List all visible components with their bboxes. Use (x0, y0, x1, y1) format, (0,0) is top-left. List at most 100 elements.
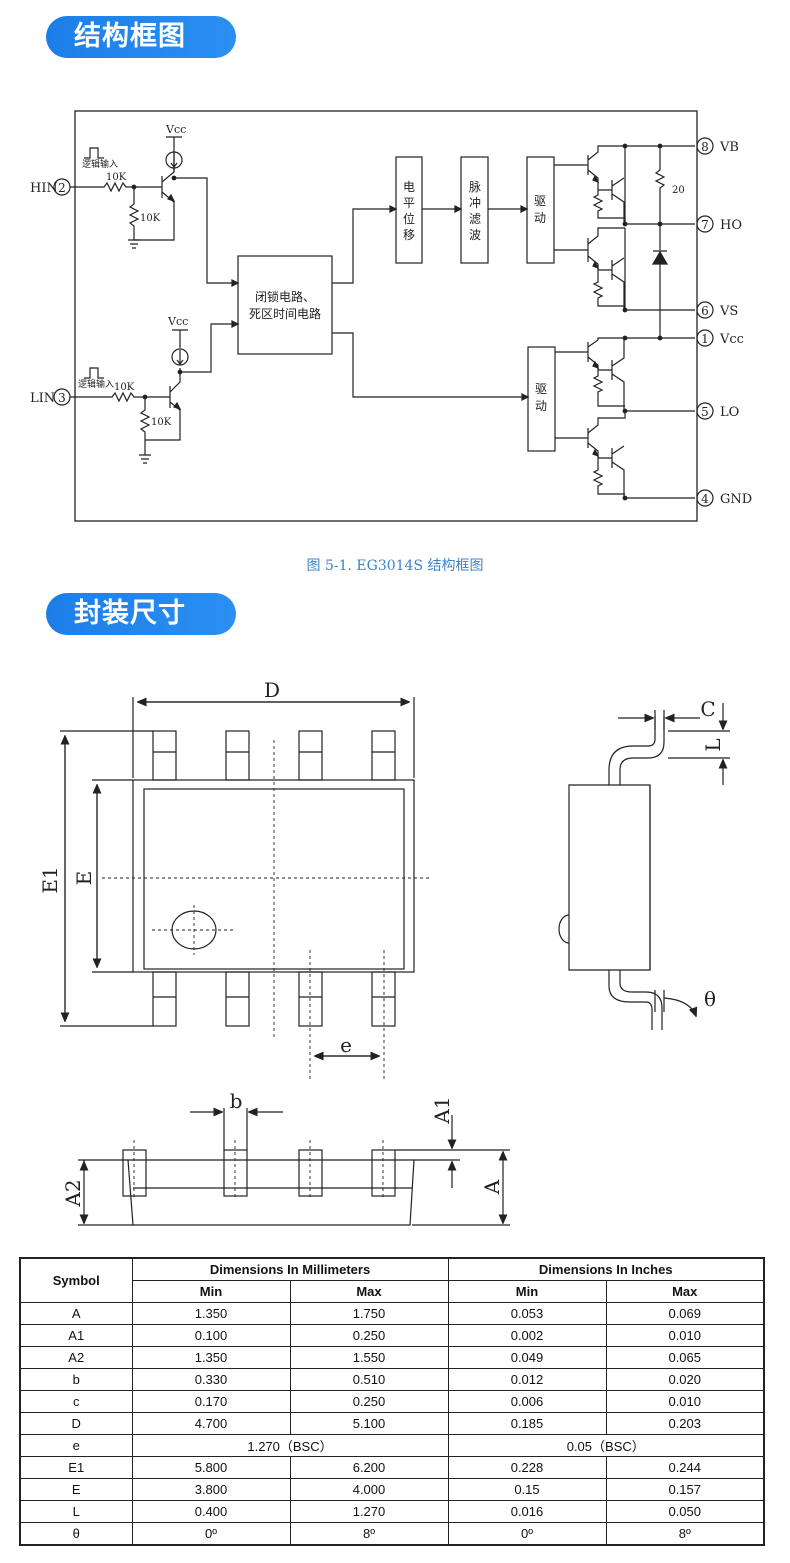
cell-symbol: A (19, 1302, 133, 1325)
cell-in-max: 0.244 (605, 1456, 765, 1479)
vcc-label-mid: Vcc (167, 315, 188, 328)
cell-symbol: θ (19, 1522, 133, 1546)
pulse-filter-char: 冲 (469, 195, 481, 210)
cell-mm-bsc: 1.270（BSC） (131, 1434, 449, 1457)
pin-gnd-num: 4 (701, 492, 709, 506)
table-row: D 4.700 5.100 0.185 0.203 (19, 1412, 765, 1435)
cell-in-min: 0º (447, 1522, 607, 1546)
cell-in-min: 0.002 (447, 1324, 607, 1347)
cell-mm-max: 8º (289, 1522, 449, 1546)
logic-input-label-h: 逻辑输入 (82, 158, 118, 170)
cell-mm-max: 0.250 (289, 1390, 449, 1413)
cell-mm-min: 5.800 (131, 1456, 291, 1479)
pin-vb-label: VB (719, 140, 739, 155)
cell-mm-max: 5.100 (289, 1412, 449, 1435)
pin-ho-label: HO (720, 218, 742, 233)
r-lin-series: 10K (114, 382, 135, 393)
table-row: θ 0º 8º 0º 8º (19, 1522, 765, 1546)
table-row: e 1.270（BSC） 0.05（BSC） (19, 1434, 765, 1457)
side-view: C L θ (558, 697, 730, 1030)
level-shift-char: 位 (403, 211, 415, 226)
pulse-filter-block (460, 156, 489, 264)
logic-input-label-l: 逻辑输入 (78, 378, 114, 390)
cell-mm-min: 1.350 (131, 1302, 291, 1325)
drive-char: 动 (534, 211, 546, 225)
vcc-label-top: Vcc (165, 123, 186, 136)
cell-in-max: 0.050 (605, 1500, 765, 1523)
table-row: L 0.400 1.270 0.016 0.050 (19, 1500, 765, 1523)
table-row: A 1.350 1.750 0.053 0.069 (19, 1302, 765, 1325)
cell-in-min: 0.006 (447, 1390, 607, 1413)
latch-deadtime-block (237, 255, 333, 355)
level-shift-char: 平 (403, 196, 415, 210)
cell-symbol: E (19, 1478, 133, 1501)
cell-in-max: 0.020 (605, 1368, 765, 1391)
dim-theta: θ (704, 987, 716, 1011)
cell-mm-min: 1.350 (131, 1346, 291, 1369)
cell-mm-max: 6.200 (289, 1456, 449, 1479)
cell-symbol: A1 (19, 1324, 133, 1347)
level-shift-char: 移 (403, 228, 415, 242)
cell-symbol: b (19, 1368, 133, 1391)
cell-symbol: e (19, 1434, 133, 1457)
header-symbol: Symbol (19, 1257, 133, 1303)
header-mm-max: Max (289, 1280, 449, 1303)
cell-mm-min: 0.170 (131, 1390, 291, 1413)
header-in-min: Min (447, 1280, 607, 1303)
cell-symbol: L (19, 1500, 133, 1523)
cell-mm-max: 0.250 (289, 1324, 449, 1347)
cell-in-min: 0.012 (447, 1368, 607, 1391)
cell-in-bsc: 0.05（BSC） (447, 1434, 765, 1457)
cell-mm-min: 3.800 (131, 1478, 291, 1501)
cell-in-min: 0.049 (447, 1346, 607, 1369)
pin-lo-num: 5 (701, 405, 709, 419)
section-heading-package: 封装尺寸 (46, 593, 236, 635)
dim-A2: A2 (61, 1179, 85, 1207)
cell-in-min: 0.016 (447, 1500, 607, 1523)
pin-vs-circle (696, 301, 714, 319)
figure-caption: 图 5-1. EG3014S 结构框图 (306, 558, 484, 574)
low-side-output-stage (555, 335, 695, 501)
block-diagram: 2 HIN 10K 逻辑输入 10K Vcc 3 LIN 10K 逻辑输入 10… (30, 110, 752, 522)
r-20-label: 20 (672, 185, 685, 196)
logic-pulse-icon (84, 147, 104, 159)
dim-A: A (480, 1179, 504, 1195)
cell-in-max: 0.157 (605, 1478, 765, 1501)
pin-vs-label: VS (719, 304, 738, 319)
pin-lin-num: 3 (58, 391, 66, 405)
latch-label-1: 闭锁电路、 (255, 289, 315, 304)
drive-char: 动 (535, 399, 547, 413)
pulse-filter-char: 滤 (469, 212, 481, 226)
cell-mm-max: 4.000 (289, 1478, 449, 1501)
level-shift-block (395, 156, 423, 264)
dim-A1: A1 (430, 1096, 454, 1124)
dim-b: b (230, 1089, 243, 1113)
high-side-output-stage: 20 (554, 143, 695, 341)
cell-in-max: 0.010 (605, 1324, 765, 1347)
pin-hin-num: 2 (58, 181, 66, 195)
pulse-filter-char: 脉 (469, 179, 481, 194)
section-heading-block-diagram: 结构框图 (46, 16, 236, 58)
pin-gnd-circle (696, 489, 714, 507)
cell-mm-max: 1.550 (289, 1346, 449, 1369)
header-in: Dimensions In Inches (447, 1257, 765, 1281)
table-row: A2 1.350 1.550 0.049 0.065 (19, 1346, 765, 1369)
cell-in-max: 0.069 (605, 1302, 765, 1325)
cell-in-min: 0.228 (447, 1456, 607, 1479)
chip-outline (74, 110, 698, 522)
cell-symbol: E1 (19, 1456, 133, 1479)
header-mm: Dimensions In Millimeters (131, 1257, 449, 1281)
cell-in-min: 0.15 (447, 1478, 607, 1501)
table-row: E 3.800 4.000 0.15 0.157 (19, 1478, 765, 1501)
cell-mm-max: 1.270 (289, 1500, 449, 1523)
pin-ho-circle (696, 215, 714, 233)
table-row: A1 0.100 0.250 0.002 0.010 (19, 1324, 765, 1347)
dim-E: E (72, 871, 96, 886)
table-row: b 0.330 0.510 0.012 0.020 (19, 1368, 765, 1391)
header-in-max: Max (605, 1280, 765, 1303)
cell-symbol: c (19, 1390, 133, 1413)
cell-in-max: 0.010 (605, 1390, 765, 1413)
cell-in-min: 0.185 (447, 1412, 607, 1435)
r-hin-series: 10K (106, 172, 127, 183)
pin-gnd-label: GND (720, 492, 752, 507)
